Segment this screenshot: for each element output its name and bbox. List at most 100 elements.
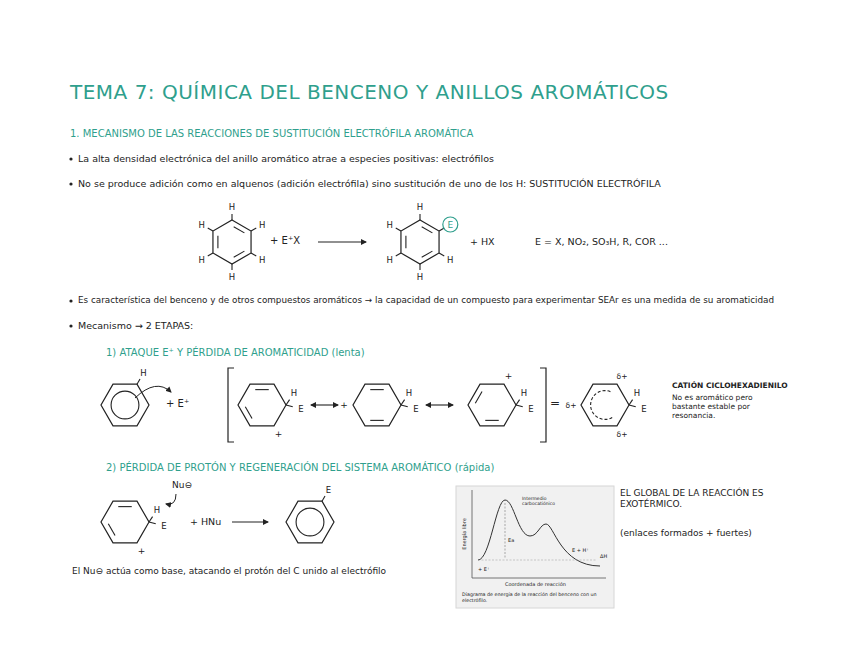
substituent-bond	[286, 400, 290, 405]
atom-label: H	[447, 254, 453, 264]
chart-axis	[472, 490, 606, 578]
atom-label: H	[386, 254, 392, 264]
atom-label: E	[326, 485, 331, 495]
double-bond	[255, 389, 268, 390]
note-text: No es aromático pero bastante estable po…	[672, 393, 784, 420]
double-bond	[475, 391, 482, 403]
double-bond	[108, 524, 115, 536]
substituent-bond	[231, 264, 232, 270]
ring-bond	[238, 384, 286, 426]
bullet-text: Es característica del benceno y de otros…	[78, 295, 842, 306]
atom-label: H	[259, 219, 265, 229]
atom-label: H	[417, 202, 423, 212]
bullet-dot	[69, 299, 72, 302]
substituent-bond	[208, 228, 213, 231]
atom-label: H	[259, 254, 265, 264]
charge-label: δ+	[617, 430, 628, 439]
substituent-bond	[629, 400, 633, 405]
resonance-arrow	[311, 404, 338, 405]
atom-label: H	[229, 272, 235, 282]
atom-label: E	[413, 404, 418, 414]
charge-label: +	[275, 428, 283, 439]
step-heading: 2) PÉRDIDA DE PROTÓN Y REGENERACIÓN DEL …	[106, 462, 494, 474]
curly-arrow	[135, 386, 171, 398]
substituent-bond	[401, 400, 405, 405]
ring-bond	[581, 384, 629, 426]
bracket	[540, 368, 546, 442]
atom-label: H	[140, 368, 146, 378]
reaction-arrow	[318, 241, 366, 242]
ring-bond	[101, 501, 149, 543]
substituent-bond	[516, 400, 520, 405]
bracket	[228, 368, 234, 442]
aromatic-circle	[296, 508, 324, 536]
double-bond	[234, 227, 245, 233]
figure-background	[456, 486, 614, 608]
axis-label: Energía libre	[461, 518, 467, 550]
conclusion-text: (enlaces formados + fuertes)	[620, 528, 780, 539]
note-text: El Nu⊖ actúa como base, atacando el prot…	[72, 566, 452, 577]
atom-label: H	[406, 388, 412, 398]
bullet-text: No se produce adición como en alquenos (…	[78, 178, 818, 189]
atom-label: H	[521, 388, 527, 398]
reaction-arrow	[232, 521, 268, 522]
charge-label: +	[505, 371, 513, 382]
reference-line	[478, 560, 597, 561]
substituent-bond	[419, 214, 420, 220]
atom-label: H	[291, 388, 297, 398]
page-title: TEMA 7: QUÍMICA DEL BENCENO Y ANILLOS AR…	[70, 80, 669, 104]
double-bond	[405, 236, 406, 248]
chart-label: + E⁺	[478, 566, 490, 572]
substituent-bond	[286, 405, 293, 407]
atom-label: E	[641, 404, 646, 414]
ring-bond	[353, 384, 401, 426]
atom-label: H	[634, 388, 640, 398]
charge-label: +	[138, 545, 146, 556]
step-heading: 1) ATAQUE E⁺ Y PÉRDIDA DE AROMATICIDAD (…	[106, 347, 365, 359]
double-bond	[485, 420, 498, 421]
chart-label: ΔH	[600, 553, 607, 559]
substituent-bond	[208, 253, 213, 256]
bullet-text: La alta densidad electrónica del anillo …	[78, 153, 798, 164]
atom-label: E	[447, 219, 453, 230]
electrophile-list: E = X, NO₂, SO₃H, R, COR ...	[535, 236, 668, 247]
ring-bond	[401, 220, 439, 264]
substituent-bond	[401, 405, 408, 407]
bullet-dot	[69, 157, 72, 160]
double-bond	[422, 227, 433, 233]
highlight-circle	[443, 217, 458, 232]
ring-bond	[468, 384, 516, 426]
curly-arrow	[166, 494, 176, 504]
product-label: + HX	[470, 236, 495, 247]
double-bond	[422, 251, 433, 257]
atom-label: H	[386, 219, 392, 229]
substituent-bond	[231, 214, 232, 220]
charge-label: δ+	[566, 401, 577, 410]
substituent-bond	[439, 253, 444, 256]
substituent-bond	[396, 253, 401, 256]
resonance-arrow	[426, 404, 453, 405]
substituent-bond	[322, 496, 325, 501]
substituent-bond	[251, 228, 256, 231]
ring-bond	[286, 501, 334, 543]
ring-bond	[213, 220, 251, 264]
substituent-bond	[251, 253, 256, 256]
product-label: + HNu	[190, 516, 221, 527]
ring-bond	[101, 384, 149, 426]
energy-diagram	[456, 486, 614, 608]
reagent-label: + E⁺X	[270, 235, 300, 247]
nucleophile-label: Nu⊖	[172, 480, 192, 491]
chart-label: Ea	[508, 537, 514, 543]
double-bond	[234, 251, 245, 257]
double-bond	[118, 506, 131, 507]
substituent-bond	[149, 522, 156, 524]
bullet-text: Mecanismo → 2 ETAPAS:	[78, 320, 193, 331]
aromatic-circle	[111, 391, 139, 419]
chart-label: E + H⁺	[572, 547, 589, 553]
conclusion-text: EL GLOBAL DE LA REACCIÓN ES EXOTÉRMICO.	[620, 488, 780, 510]
charge-label: +	[340, 400, 348, 411]
atom-label: H	[154, 505, 160, 515]
double-bond	[370, 420, 383, 421]
atom-label: H	[417, 272, 423, 282]
